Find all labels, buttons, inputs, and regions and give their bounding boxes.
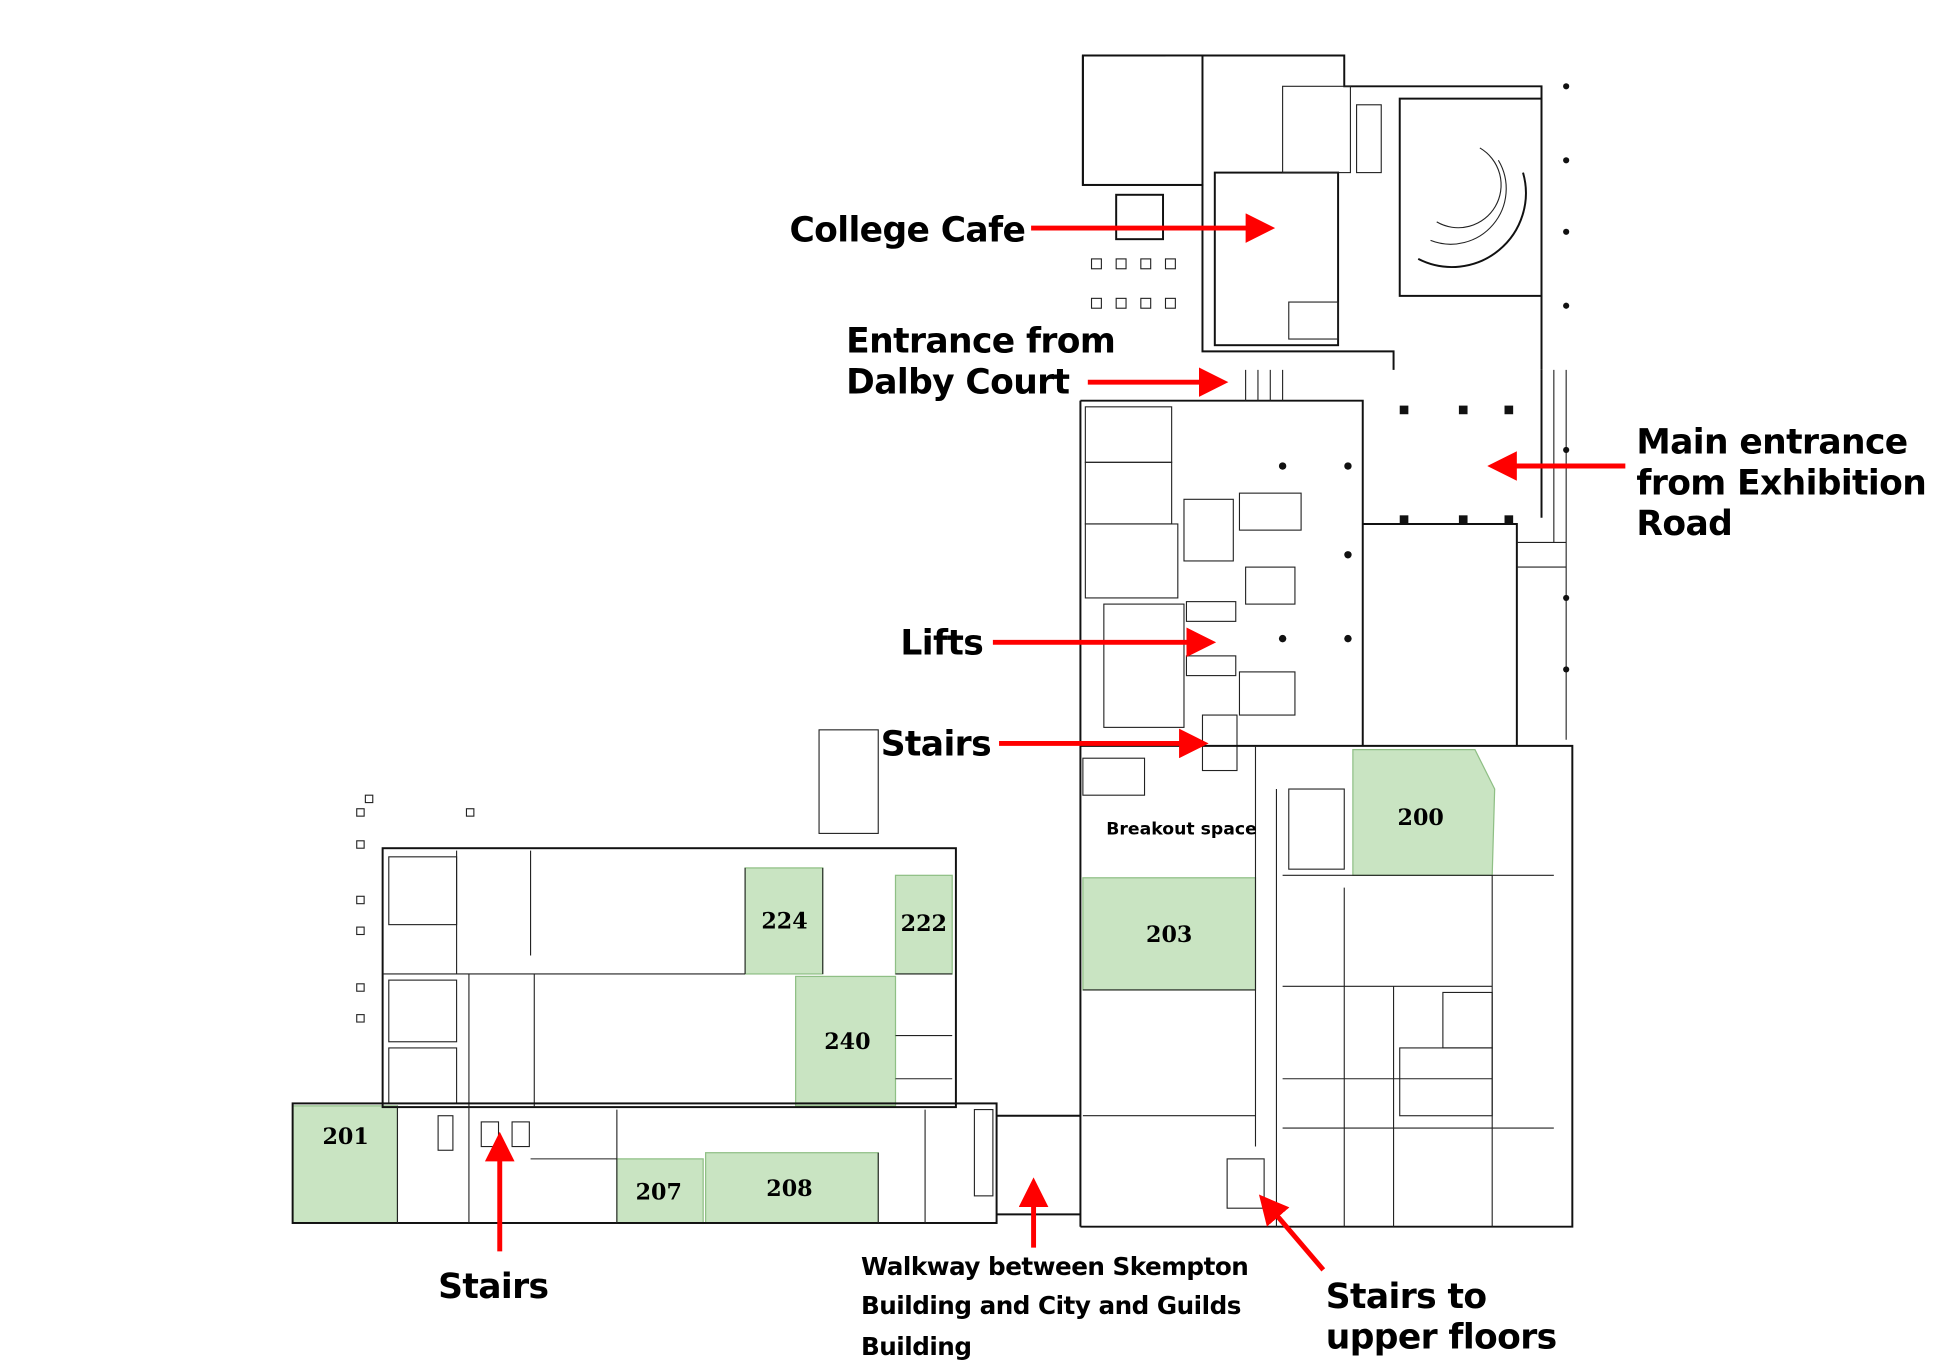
walkway-label-line3: Building: [861, 1332, 972, 1361]
stairs-upper-label-line1: Stairs to: [1326, 1277, 1487, 1317]
room-207-area[interactable]: [616, 1158, 704, 1224]
main-entrance-label-line1: Main entrance: [1636, 423, 1907, 463]
room-203-label: 203: [1146, 922, 1192, 948]
stairs-center-label: Stairs: [881, 725, 991, 765]
stairs-left-label: Stairs: [438, 1267, 548, 1307]
breakout-space-label: Breakout space: [1106, 820, 1257, 840]
room-208-area[interactable]: [705, 1152, 879, 1224]
room-201-area[interactable]: [292, 1105, 399, 1224]
college-cafe-label: College Cafe: [789, 211, 1025, 251]
room-222-label: 222: [901, 911, 947, 937]
entrance-dalby-label-line1: Entrance from: [846, 322, 1115, 362]
main-entrance-label-line2: from Exhibition: [1636, 463, 1926, 503]
stairs-upper-arrow: [1258, 1194, 1326, 1272]
walkway-label-line2: Building and City and Guilds: [861, 1291, 1241, 1320]
stairs-upper-label-line2: upper floors: [1326, 1318, 1557, 1358]
room-224-label: 224: [761, 908, 807, 934]
building-walls: [291, 54, 1574, 1228]
room-222-area[interactable]: [894, 874, 953, 975]
room-200-area[interactable]: [1352, 748, 1496, 876]
callouts: College Cafe Entrance from Dalby Court M…: [438, 211, 1927, 1361]
lifts-label: Lifts: [900, 624, 983, 664]
room-207-label: 207: [636, 1180, 682, 1206]
walkway-label-line1: Walkway between Skempton: [861, 1252, 1248, 1281]
room-203-area[interactable]: [1082, 877, 1257, 991]
room-201-label: 201: [322, 1124, 368, 1150]
room-224-area[interactable]: [744, 867, 824, 975]
highlighted-rooms: [292, 748, 1496, 1224]
room-240-label: 240: [824, 1029, 870, 1055]
entrance-dalby-label-line2: Dalby Court: [846, 362, 1069, 402]
main-entrance-label-line3: Road: [1636, 504, 1732, 544]
room-numbers: 201 224 222 240 203 200 207 208 Breakout…: [322, 805, 1443, 1206]
room-240-area[interactable]: [795, 975, 897, 1107]
room-208-label: 208: [766, 1176, 812, 1202]
room-200-label: 200: [1398, 805, 1444, 831]
